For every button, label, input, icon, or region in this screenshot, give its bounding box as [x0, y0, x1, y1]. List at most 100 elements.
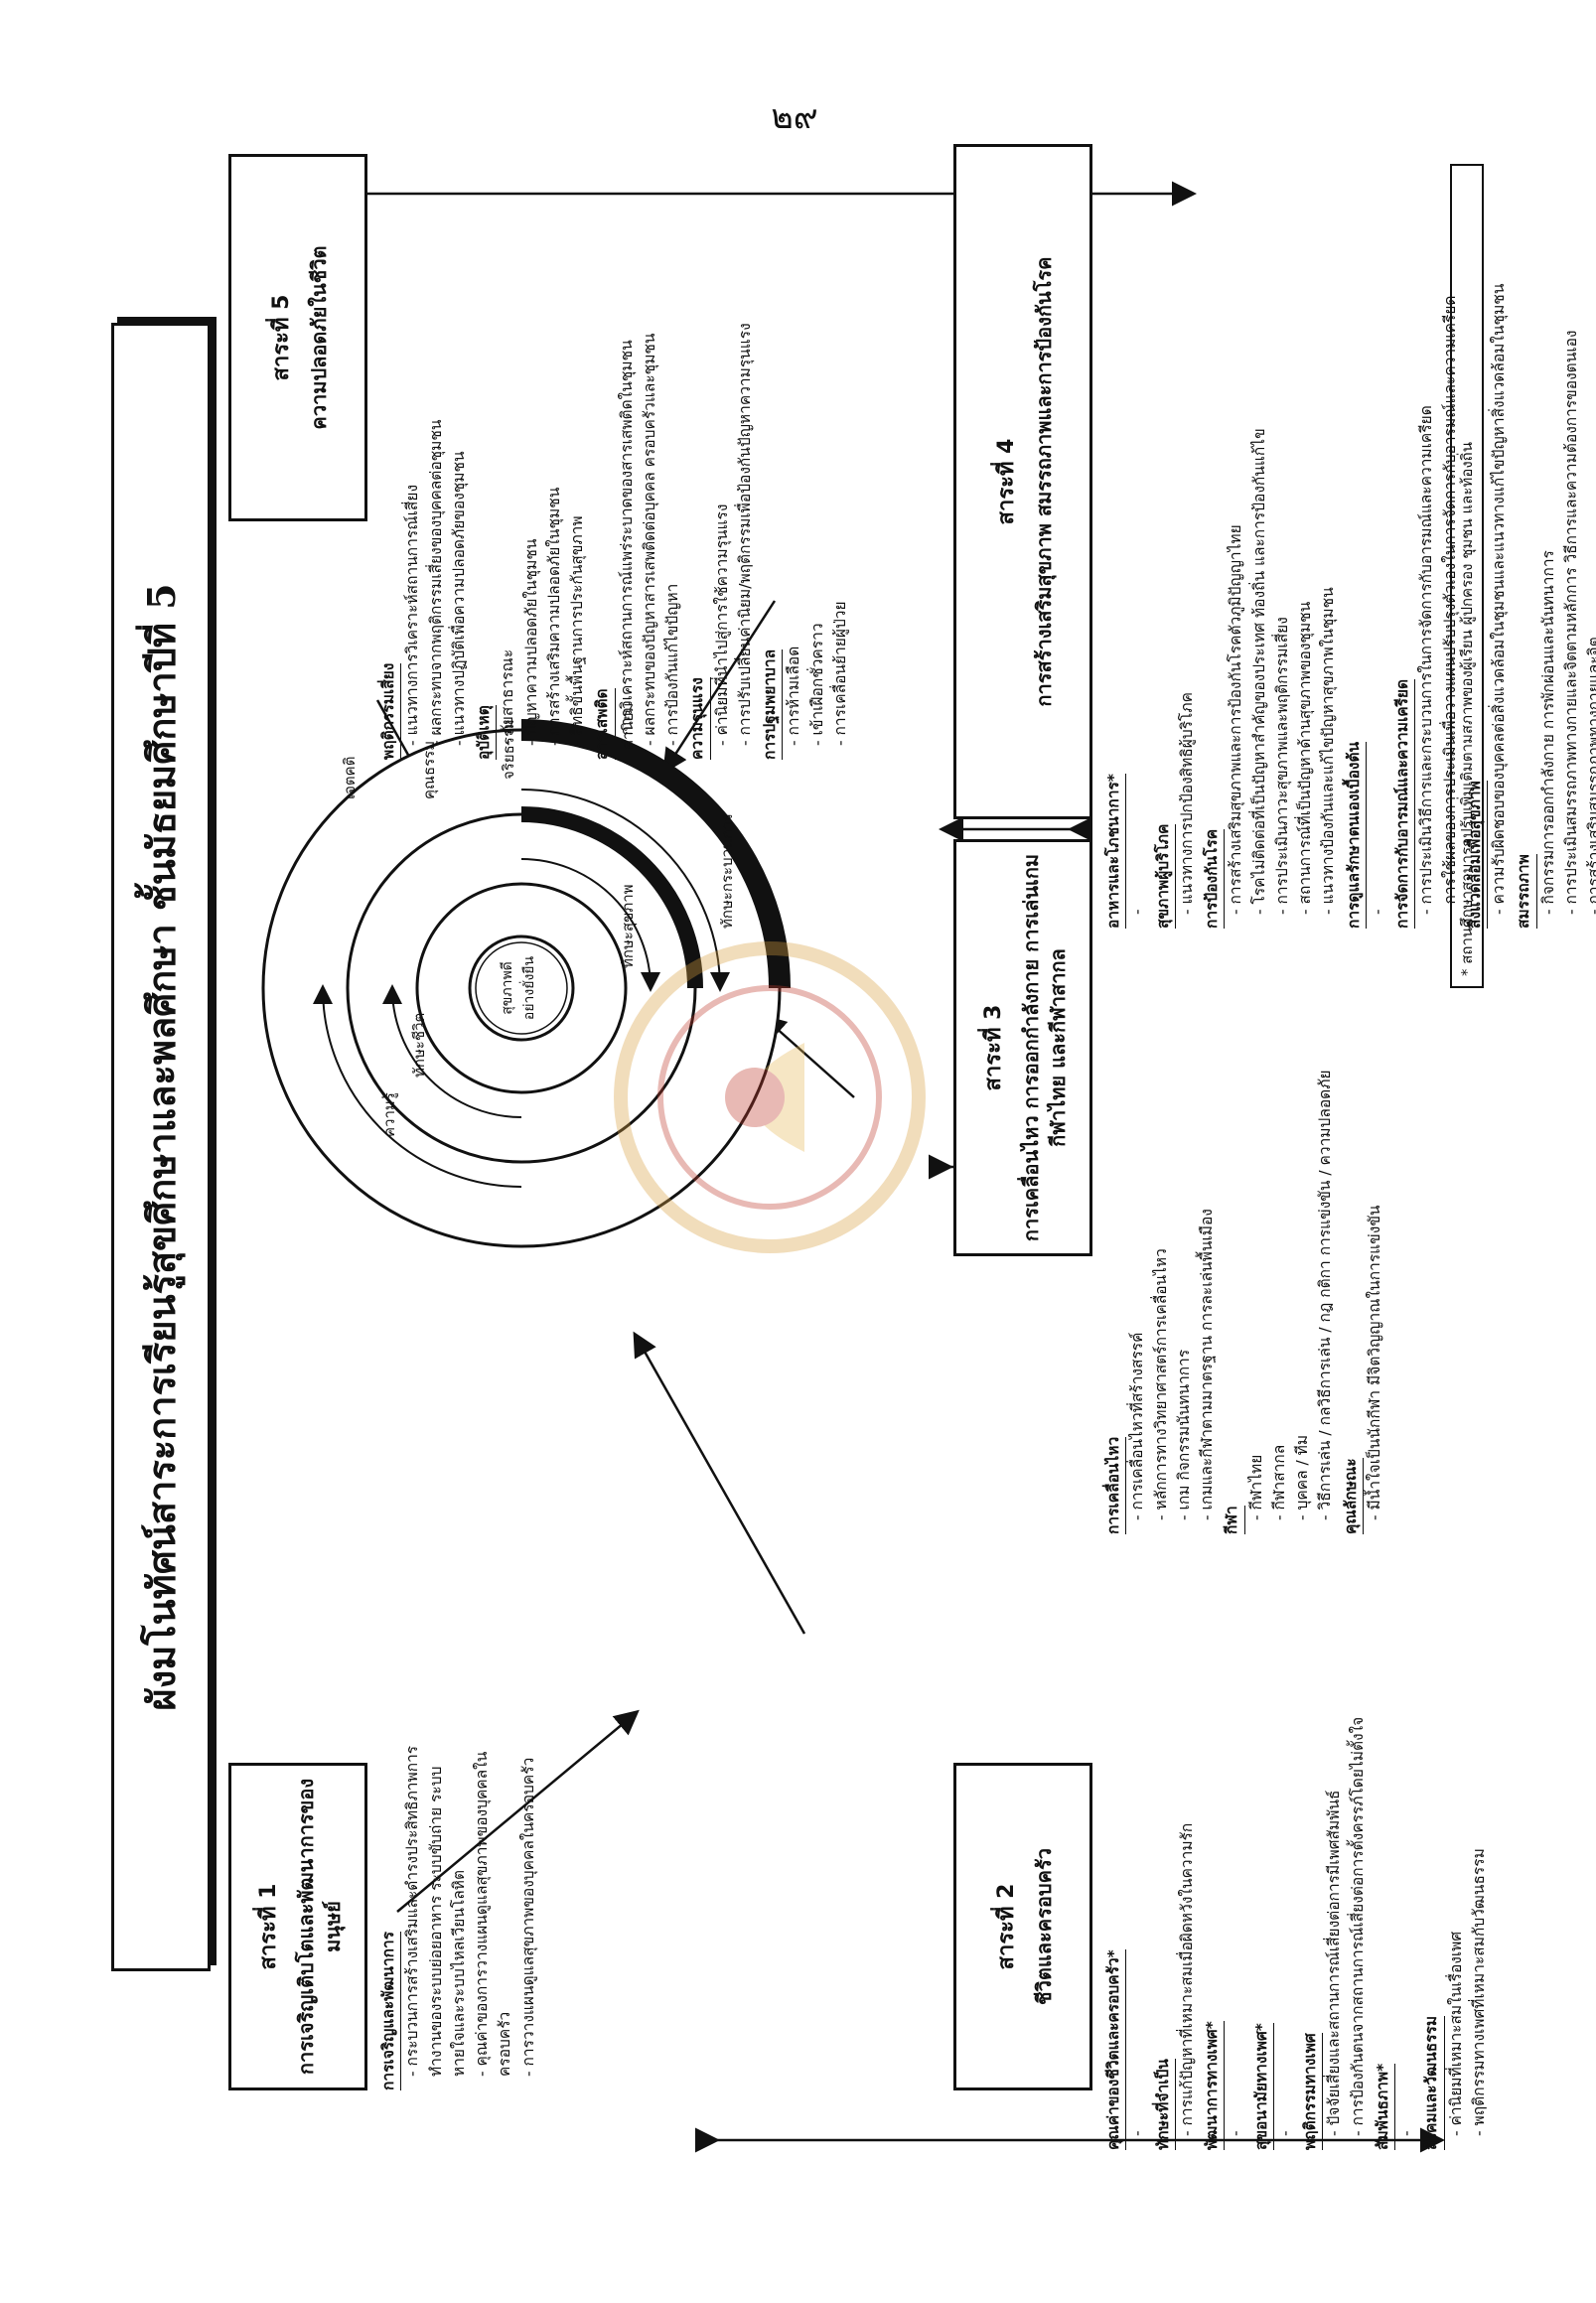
topic-title: การเคลื่อนไหว [1102, 1436, 1127, 1534]
topic-block: การเจริญและพัฒนาการกระบวนการสร้างเสริมแล… [377, 1733, 540, 2090]
strand-1-name: การเจริญเติบโตและพัฒนาการของมนุษย์ [293, 1778, 345, 2076]
connector-lines [261, 181, 1445, 2153]
strand-3-box: สาระที่ 3 การเคลื่อนไหว การออกกำลังกาย ก… [953, 839, 1092, 1256]
topic-item: การเคลื่อนย้ายผู้ป่วย [829, 144, 852, 760]
topic-item: ความรับผิดชอบของบุคคลต่อสิ่งแวดล้อมในชุม… [1488, 114, 1511, 929]
ring-label-life-skills: ทักษะชีวิต [410, 1012, 428, 1078]
strand-3-topics: การเคลื่อนไหวการเคลื่อนไหวที่สร้างสรรค์ห… [1102, 919, 1388, 1534]
topic-title: ทักษะที่จำเป็น [1151, 2059, 1176, 2150]
strand-2-title: สาระที่ 2 [994, 1883, 1019, 1970]
topic-item [1395, 1634, 1418, 2150]
topic-item: การสร้างเสริมสมรรถภาพทางกายและจิต [1583, 114, 1596, 929]
topic-block: ทักษะที่จำเป็นการแก้ปัญหาที่เหมาะสมเมื่อ… [1151, 1634, 1200, 2150]
topic-item: ภัยสาธารณะ [497, 144, 519, 760]
topic-block: การเคลื่อนไหวการเคลื่อนไหวที่สร้างสรรค์ห… [1102, 919, 1219, 1534]
center-core: สุขภาพดี อย่างยั่งยืน [500, 955, 537, 1021]
topic-item [1225, 1634, 1247, 2150]
topic-title: การเจริญและพัฒนาการ [377, 1931, 402, 2090]
topic-title: สัมพันธภาพ* [1371, 2063, 1395, 2150]
topic-title: อุบัติเหตุ [473, 705, 498, 760]
topic-item: การปรับเปลี่ยนค่านิยม/พฤติกรรมเพื่อป้องก… [734, 144, 757, 760]
topic-item: พฤติกรรมทางเพศที่เหมาะสมกับวัฒนธรรม [1468, 1634, 1491, 2150]
strand-1-title: สาระที่ 1 [255, 1883, 281, 1970]
topic-block: การดูแลรักษาตนเองเบื้องต้น [1342, 114, 1390, 929]
topic-item: ค่านิยมที่เหมาะสมในเรื่องเพศ [1445, 1634, 1468, 2150]
topic-item: แนวทางปฏิบัติเพื่อความปลอดภัยของชุมชน [448, 144, 471, 760]
outer-label-attitude: เจตคติ [341, 756, 359, 799]
branch-right: วิธีการเล่น / กลวิธีการเล่น / กฎ กติกา ก… [1314, 919, 1337, 1534]
topic-title: ความรุนแรง [686, 677, 711, 760]
topic-block: พฤติกรรมทางเพศปัจจัยเสี่ยงและสถานการณ์เส… [1299, 1634, 1370, 2150]
topic-item: การวางแผนดูแลสุขภาพของบุคคลในครอบครัว [517, 1733, 540, 2090]
topic-item: กีฬาสากล [1268, 919, 1291, 1534]
topic-item: การประเมินสมรรถภาพทางกายและจิตตามหลักการ… [1560, 114, 1583, 929]
topic-title: การดูแลรักษาตนเองเบื้องต้น [1342, 741, 1367, 929]
topic-item: หลักการทางวิทยาศาสตร์การเคลื่อนไหว [1150, 919, 1173, 1534]
topic-title: คุณค่าของชีวิตและครอบครัว* [1102, 1949, 1127, 2150]
topic-block: กีฬากีฬาไทยกีฬาสากลบุคคล / ทีมวิธีการเล่… [1221, 919, 1337, 1534]
topic-title: สารเสพติด [591, 688, 616, 760]
strand-3-name: การเคลื่อนไหว การออกกำลังกาย การเล่นเกม … [1018, 853, 1070, 1242]
topic-title: พัฒนาการทางเพศ* [1201, 2021, 1226, 2150]
topic-title: คุณลักษณะ [1339, 1458, 1364, 1534]
ring-label-knowledge: ความรู้ [380, 1092, 398, 1137]
page-number: ๒๙ [771, 97, 818, 137]
strand-2-topics: คุณค่าของชีวิตและครอบครัว* ทักษะที่จำเป็น… [1102, 1634, 1493, 2150]
topic-item: กีฬาไทย [1245, 919, 1268, 1534]
seal-watermark-icon [614, 941, 926, 1253]
topic-item [1367, 114, 1389, 929]
topic-block: สุขภาพผู้บริโภคแนวทางการปกป้องสิทธิผู้บร… [1151, 114, 1200, 929]
topic-item: กิจกรรมการออกกำลังกาย การพักผ่อนและนันทน… [1537, 114, 1560, 929]
strand-1-box: สาระที่ 1 การเจริญเติบโตและพัฒนาการของมน… [228, 1763, 367, 2090]
topic-title: สังคมและวัฒนธรรม [1420, 2015, 1445, 2150]
topic-title: สุขภาพผู้บริโภค [1151, 823, 1176, 929]
topic-item [1274, 1634, 1297, 2150]
topic-item [1126, 114, 1149, 929]
topic-item: ผลกระทบจากพฤติกรรมเสี่ยงของบุคคลต่อชุมชน [425, 144, 448, 760]
topic-item: โรคไม่ติดต่อที่เป็นปัญหาสำคัญของประเทศ ท… [1248, 114, 1271, 929]
topic-item: คุณค่าของการวางแผนดูแลสุขภาพของบุคคลในคร… [471, 1733, 517, 2090]
topic-block: สารเสพติดการวิเคราะห์สถานการณ์แพร่ระบาดข… [591, 144, 684, 760]
topic-title: การปฐมพยาบาล [759, 648, 784, 760]
topic-block: อุบัติเหตุภัยสาธารณะปัญหาความปลอดภัยในชุ… [473, 144, 589, 760]
topic-item: การป้องกันตนจากสถานการณ์เสี่ยงต่อการตั้ง… [1347, 1634, 1370, 2150]
ring-label-process-skills: ทักษะกระบวนการ [718, 813, 736, 929]
topic-item: การแก้ปัญหาที่เหมาะสมเมื่อผิดหวังในความร… [1176, 1634, 1199, 2150]
topic-item: การสร้างเสริมสุขภาพและการป้องกันโรคตัวภู… [1225, 114, 1247, 929]
topic-item: การสร้างเสริมความปลอดภัยในชุมชน [543, 144, 566, 760]
topic-item: การประเมินวิธีการและกระบวนการในการจัดการ… [1415, 114, 1438, 929]
topic-block: สมรรถภาพกิจกรรมการออกกำลังกาย การพักผ่อน… [1513, 114, 1596, 929]
strand-5-title: สาระที่ 5 [269, 294, 294, 381]
strand-2-name: ชีวิตและครอบครัว [1032, 1848, 1056, 2005]
topic-title: พฤติกรรมทางเพศ [1299, 2033, 1324, 2150]
strand-4-box: สาระที่ 4 การสร้างเสริมสุขภาพ สมรรถภาพแล… [953, 144, 1092, 819]
topic-item: การประเมินภาวะสุขภาพและพฤติกรรมเสี่ยง [1271, 114, 1294, 929]
topic-title: สมรรถภาพ [1513, 854, 1537, 929]
topic-item: ค่านิยมที่นำไปสู่การใช้ความรุนแรง [711, 144, 734, 760]
strand-2-box: สาระที่ 2 ชีวิตและครอบครัว [953, 1763, 1092, 2090]
topic-block: ความรุนแรงค่านิยมที่นำไปสู่การใช้ความรุน… [686, 144, 757, 760]
topic-block: พฤติกรรมเสี่ยงแนวทางการวิเคราะห์สถานการณ… [377, 144, 471, 760]
topic-title: การป้องกันโรค [1201, 828, 1226, 929]
topic-item: แนวทางการวิเคราะห์สถานการณ์เสี่ยง [401, 144, 424, 760]
topic-item: ผลกระทบของปัญหาสารเสพติดต่อบุคคล ครอบครั… [639, 144, 661, 760]
topic-title: อาหารและโภชนาการ* [1102, 774, 1127, 929]
strand-4-title: สาระที่ 4 [994, 438, 1019, 525]
topic-item: การวิเคราะห์สถานการณ์แพร่ระบาดของสารเสพต… [616, 144, 639, 760]
topic-item: เข้าเฝือกชั่วคราว [806, 144, 829, 760]
branch-left: บุคคล / ทีม [1291, 919, 1314, 1534]
topic-block: คุณค่าของชีวิตและครอบครัว* [1102, 1634, 1150, 2150]
topic-item: สถานการณ์ที่เป็นปัญหาด้านสุขภาพของชุมชน [1294, 114, 1317, 929]
topic-item: เกมและกีฬาตามมาตรฐาน การละเล่นพื้นเมือง [1196, 919, 1219, 1534]
topic-block: การปฐมพยาบาลการห้ามเลือดเข้าเฝือกชั่วครา… [759, 144, 852, 760]
topic-title: สุขอนามัยทางเพศ* [1249, 2023, 1274, 2150]
topic-block: พัฒนาการทางเพศ* [1201, 1634, 1248, 2150]
strand-4-topics: อาหารและโภชนาการ* สุขภาพผู้บริโภคแนวทางกา… [1102, 114, 1596, 929]
concept-map: ผังมโนทัศน์สาระการเรียนรู้สุขศึกษาและพลศ… [79, 84, 1596, 2210]
topic-block: สัมพันธภาพ* [1371, 1634, 1419, 2150]
strand-5-topics: พฤติกรรมเสี่ยงแนวทางการวิเคราะห์สถานการณ… [377, 144, 854, 760]
topic-item: กระบวนการสร้างเสริมและดำรงประสิทธิภาพการ… [401, 1733, 471, 2090]
topic-block: อาหารและโภชนาการ* [1102, 114, 1150, 929]
topic-block: คุณลักษณะมีน้ำใจเป็นนักกีฬา มีจิตวิญญาณใ… [1339, 919, 1387, 1534]
topic-item [1126, 1634, 1149, 2150]
